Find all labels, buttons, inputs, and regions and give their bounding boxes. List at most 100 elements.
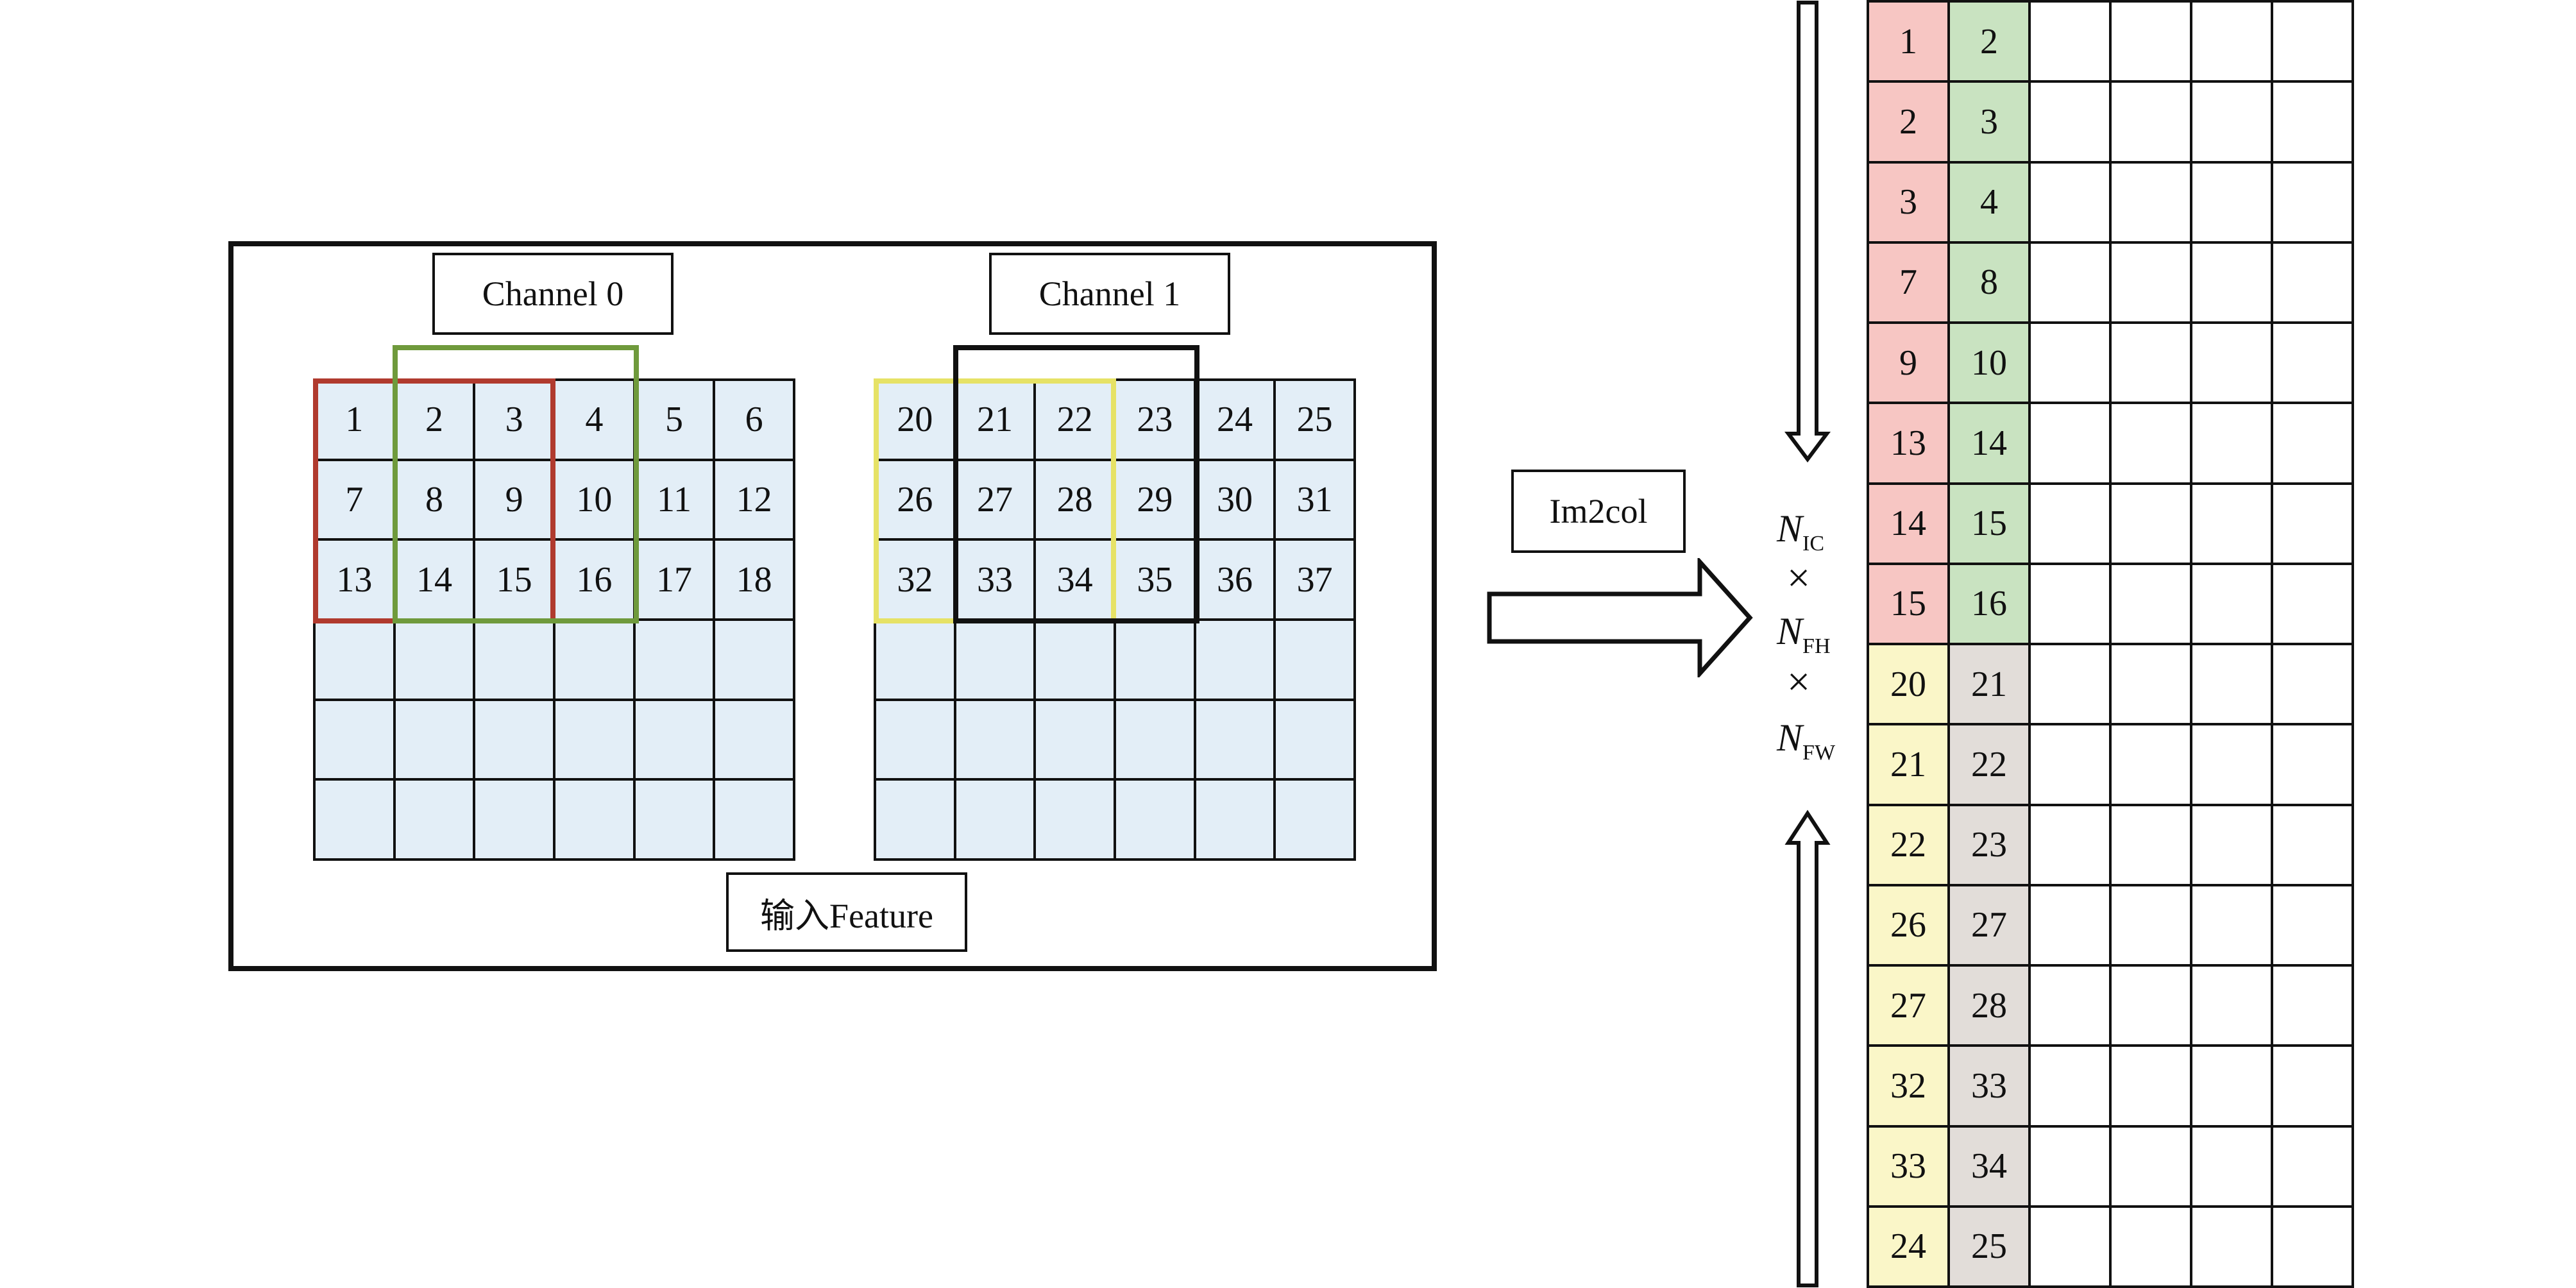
matrix-cell-empty xyxy=(2273,1127,2354,1208)
matrix-cell-empty xyxy=(2273,404,2354,485)
matrix-cell-col1: 2 xyxy=(1869,83,1950,164)
channel1-cell xyxy=(1196,620,1276,701)
n-fw-label: NFW xyxy=(1777,716,1836,765)
channel1-cell xyxy=(1276,620,1356,701)
matrix-cell-col2: 21 xyxy=(1950,645,2031,726)
channel1-cell: 21 xyxy=(956,381,1037,461)
matrix-cell-empty xyxy=(2192,1047,2273,1128)
matrix-cell-empty xyxy=(2112,163,2192,244)
channel1-cell xyxy=(1276,700,1356,781)
channel0-cell: 8 xyxy=(395,461,476,541)
matrix-cell-empty xyxy=(2112,404,2192,485)
matrix-cell-empty xyxy=(2112,564,2192,645)
channel0-cell: 12 xyxy=(715,461,795,541)
matrix-cell-empty xyxy=(2112,324,2192,405)
matrix-cell-col1: 20 xyxy=(1869,645,1950,726)
matrix-cell-col2: 8 xyxy=(1950,243,2031,324)
matrix-cell-col2: 27 xyxy=(1950,886,2031,967)
matrix-cell-col2: 2 xyxy=(1950,3,2031,83)
right-arrow-icon xyxy=(1487,558,1753,677)
channel1-cell xyxy=(876,700,956,781)
matrix-cell-empty xyxy=(2273,645,2354,726)
matrix-cell-col1: 24 xyxy=(1869,1207,1950,1288)
channel0-cell xyxy=(635,620,716,701)
matrix-cell-col1: 9 xyxy=(1869,324,1950,405)
input-feature-frame xyxy=(228,241,1437,971)
matrix-cell-empty xyxy=(2031,1047,2112,1128)
matrix-cell-empty xyxy=(2192,243,2273,324)
matrix-cell-col2: 10 xyxy=(1950,324,2031,405)
channel1-cell: 33 xyxy=(956,541,1037,621)
channel1-cell: 35 xyxy=(1115,541,1196,621)
matrix-cell-empty xyxy=(2031,1127,2112,1208)
matrix-cell-empty xyxy=(2031,886,2112,967)
matrix-cell-empty xyxy=(2112,83,2192,164)
matrix-cell-empty xyxy=(2112,1127,2192,1208)
channel1-cell xyxy=(1115,781,1196,861)
matrix-cell-empty xyxy=(2112,806,2192,886)
channel1-cell: 26 xyxy=(876,461,956,541)
matrix-cell-empty xyxy=(2031,806,2112,886)
down-arrow-icon xyxy=(1784,1,1831,462)
matrix-cell-empty xyxy=(2192,3,2273,83)
channel-0-label: Channel 0 xyxy=(432,253,674,335)
matrix-cell-empty xyxy=(2273,806,2354,886)
channel1-cell xyxy=(1036,781,1116,861)
matrix-cell-empty xyxy=(2192,886,2273,967)
channel0-cell xyxy=(475,700,555,781)
channel0-cell: 13 xyxy=(316,541,396,621)
channel1-cell: 31 xyxy=(1276,461,1356,541)
matrix-cell-empty xyxy=(2192,484,2273,565)
matrix-cell-empty xyxy=(2031,484,2112,565)
channel1-cell: 30 xyxy=(1196,461,1276,541)
matrix-cell-col2: 14 xyxy=(1950,404,2031,485)
channel1-cell xyxy=(956,700,1037,781)
kernel-window-black xyxy=(953,345,1199,623)
channel0-cell: 16 xyxy=(555,541,636,621)
matrix-cell-empty xyxy=(2273,324,2354,405)
matrix-cell-empty xyxy=(2273,1047,2354,1128)
matrix-cell-empty xyxy=(2192,404,2273,485)
matrix-cell-col1: 21 xyxy=(1869,725,1950,806)
matrix-cell-col1: 13 xyxy=(1869,404,1950,485)
channel0-cell xyxy=(475,620,555,701)
matrix-cell-empty xyxy=(2112,645,2192,726)
n-ic-label: NIC xyxy=(1777,507,1825,555)
matrix-cell-col1: 26 xyxy=(1869,886,1950,967)
matrix-cell-empty xyxy=(2112,484,2192,565)
matrix-cell-empty xyxy=(2192,1207,2273,1288)
channel1-cell: 24 xyxy=(1196,381,1276,461)
matrix-cell-col1: 15 xyxy=(1869,564,1950,645)
channel1-cell xyxy=(956,620,1037,701)
channel0-cell xyxy=(395,620,476,701)
channel0-cell xyxy=(715,620,795,701)
matrix-cell-empty xyxy=(2031,324,2112,405)
channel1-cell xyxy=(1196,700,1276,781)
matrix-cell-empty xyxy=(2031,243,2112,324)
matrix-cell-col2: 28 xyxy=(1950,967,2031,1047)
matrix-cell-empty xyxy=(2273,83,2354,164)
channel0-cell: 3 xyxy=(475,381,555,461)
matrix-cell-empty xyxy=(2112,967,2192,1047)
channel0-cell: 15 xyxy=(475,541,555,621)
channel0-cell xyxy=(635,781,716,861)
matrix-cell-col2: 34 xyxy=(1950,1127,2031,1208)
matrix-cell-empty xyxy=(2031,725,2112,806)
channel0-cell: 11 xyxy=(635,461,716,541)
channel1-cell: 28 xyxy=(1036,461,1116,541)
times-sign-2: × xyxy=(1787,659,1811,704)
channel0-cell xyxy=(635,700,716,781)
matrix-cell-col2: 3 xyxy=(1950,83,2031,164)
channel1-cell xyxy=(1115,700,1196,781)
channel1-cell: 25 xyxy=(1276,381,1356,461)
channel0-cell xyxy=(555,700,636,781)
n-fh-label: NFH xyxy=(1777,610,1831,658)
matrix-cell-empty xyxy=(2273,3,2354,83)
channel1-cell xyxy=(876,620,956,701)
matrix-cell-col1: 27 xyxy=(1869,967,1950,1047)
matrix-cell-empty xyxy=(2112,886,2192,967)
channel1-cell: 36 xyxy=(1196,541,1276,621)
matrix-cell-empty xyxy=(2112,3,2192,83)
